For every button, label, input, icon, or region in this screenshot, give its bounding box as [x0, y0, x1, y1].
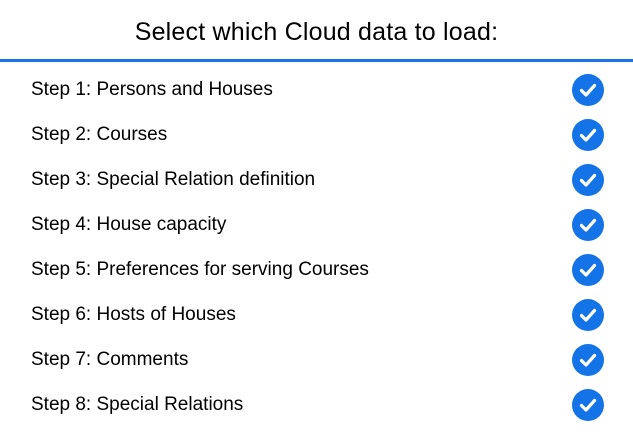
- step-label: Step 5: Preferences for serving Courses: [31, 259, 369, 280]
- checkmark-circle-icon[interactable]: [572, 209, 604, 241]
- checkmark-circle-icon[interactable]: [572, 74, 604, 106]
- step-label: Step 6: Hosts of Houses: [31, 304, 236, 325]
- checkmark-circle-icon[interactable]: [572, 344, 604, 376]
- checkmark-circle-icon[interactable]: [572, 389, 604, 421]
- checkmark-circle-icon[interactable]: [572, 119, 604, 151]
- header-divider: [0, 59, 633, 62]
- step-row-6[interactable]: Step 6: Hosts of Houses: [0, 292, 633, 337]
- step-row-1[interactable]: Step 1: Persons and Houses: [0, 67, 633, 112]
- step-label: Step 7: Comments: [31, 349, 189, 370]
- checkmark-circle-icon[interactable]: [572, 164, 604, 196]
- step-row-3[interactable]: Step 3: Special Relation definition: [0, 157, 633, 202]
- header: Select which Cloud data to load:: [0, 0, 633, 62]
- page-title: Select which Cloud data to load:: [134, 18, 499, 46]
- step-label: Step 1: Persons and Houses: [31, 79, 273, 100]
- step-label: Step 8: Special Relations: [31, 394, 244, 415]
- step-label: Step 3: Special Relation definition: [31, 169, 316, 190]
- step-list: Step 1: Persons and Houses Step 2: Cours…: [0, 67, 633, 427]
- step-row-4[interactable]: Step 4: House capacity: [0, 202, 633, 247]
- step-row-7[interactable]: Step 7: Comments: [0, 337, 633, 382]
- step-row-8[interactable]: Step 8: Special Relations: [0, 382, 633, 427]
- step-label: Step 4: House capacity: [31, 214, 227, 235]
- step-row-2[interactable]: Step 2: Courses: [0, 112, 633, 157]
- checkmark-circle-icon[interactable]: [572, 254, 604, 286]
- step-label: Step 2: Courses: [31, 124, 168, 145]
- checkmark-circle-icon[interactable]: [572, 299, 604, 331]
- step-row-5[interactable]: Step 5: Preferences for serving Courses: [0, 247, 633, 292]
